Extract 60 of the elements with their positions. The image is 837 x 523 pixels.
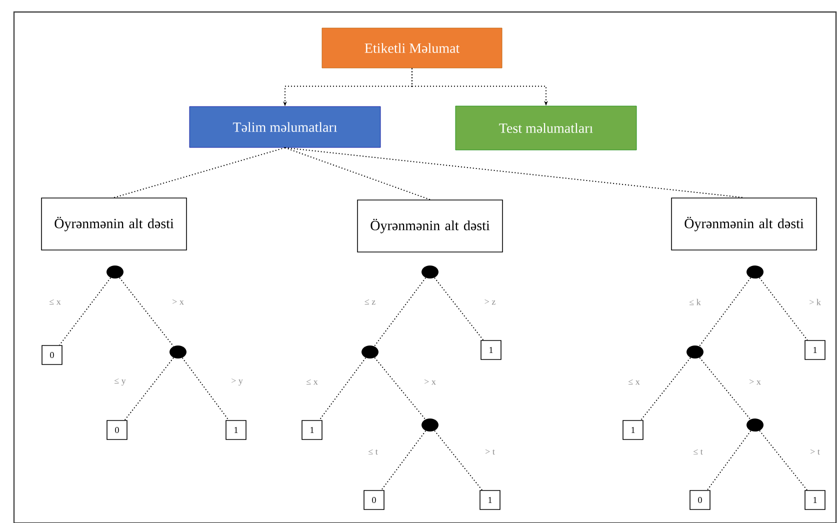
subset-box: Öyrənmənin alt dəsti (41, 198, 187, 250)
connector-line (284, 147, 744, 198)
data-box: Təlim məlumatları (189, 106, 381, 148)
edge-label: > x (748, 378, 762, 386)
connector-line (759, 430, 808, 491)
connector-line (758, 277, 808, 341)
edge-label: > y (230, 377, 244, 387)
connector-line (434, 430, 483, 491)
data-box: Etiketli Məlumat (322, 28, 502, 68)
connector-line (284, 147, 430, 200)
data-box: Test məlumatları (455, 106, 637, 150)
leaf-box: 1 (480, 490, 500, 510)
decision-node (686, 346, 704, 358)
leaf-box: 1 (226, 420, 246, 440)
connector-line (374, 277, 426, 347)
leaf-box: 1 (480, 340, 502, 360)
edge-label: > x (423, 378, 437, 386)
connector-line (124, 357, 174, 421)
connector-line (640, 357, 691, 421)
decision-node (746, 266, 764, 278)
connector-line (706, 430, 752, 491)
edge-label: ≤ t (692, 448, 704, 456)
connector-line (380, 430, 426, 491)
edge-label: ≤ t (367, 448, 379, 456)
connector-line (374, 357, 426, 420)
decision-node (422, 418, 438, 432)
leaf-box: 1 (804, 490, 826, 510)
subset-box: Öyrənmənin alt dəsti (671, 198, 817, 250)
edge-label: ≤ x (627, 378, 641, 386)
edge-label: > t (484, 448, 496, 456)
connector-line (114, 147, 286, 198)
connector-line (182, 357, 230, 421)
edge-label: ≤ k (688, 298, 702, 306)
leaf-box: 0 (690, 490, 710, 510)
leaf-box: 0 (106, 420, 128, 440)
decision-node (106, 266, 124, 278)
leaf-box: 1 (622, 420, 644, 440)
edge-label: > k (808, 298, 822, 306)
connector-line (698, 277, 752, 347)
connector-line (434, 277, 484, 341)
edge-label: ≤ x (305, 378, 319, 386)
subset-box: Öyrənmənin alt dəsti (357, 200, 503, 252)
edge-label: > t (809, 448, 821, 456)
decision-node (362, 346, 378, 358)
edge-label: ≤ y (113, 377, 127, 387)
edge-label: > x (171, 298, 185, 306)
connector-line (318, 357, 366, 421)
leaf-box: 1 (302, 420, 322, 440)
edge-label: ≤ x (48, 298, 62, 306)
edge-label: > z (483, 298, 497, 306)
leaf-box: 0 (364, 490, 384, 510)
decision-node (422, 266, 438, 278)
connector-line (699, 357, 751, 420)
leaf-box: 1 (804, 340, 826, 360)
decision-node (746, 418, 764, 432)
leaf-box: 0 (42, 345, 62, 365)
decision-node (170, 346, 186, 358)
connector-line (119, 277, 174, 347)
connector-line (59, 277, 112, 346)
edge-label: ≤ z (363, 298, 377, 306)
